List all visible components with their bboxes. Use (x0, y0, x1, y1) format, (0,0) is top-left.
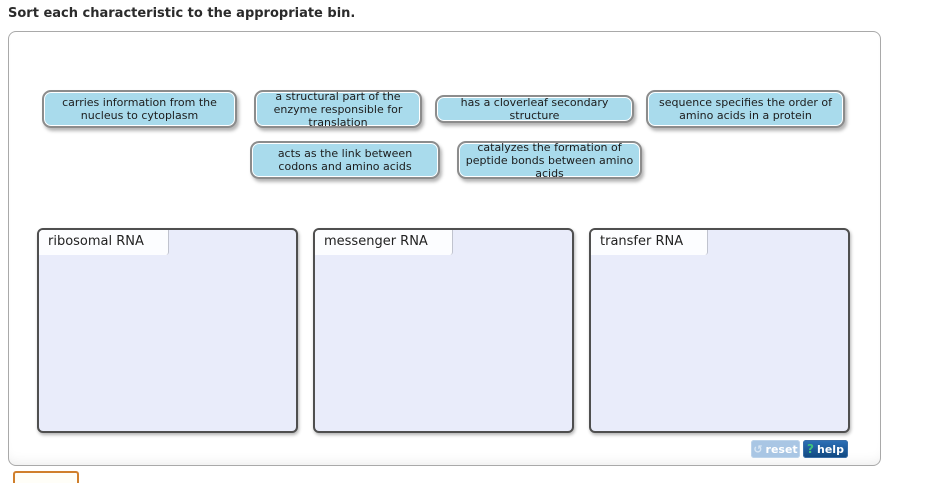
chip-cloverleaf-secondary-structure[interactable]: has a cloverleaf secondary structure (435, 95, 634, 123)
reset-button[interactable]: ↺ reset (751, 440, 800, 458)
chip-structural-part-enzyme-translation[interactable]: a structural part of the enzyme responsi… (254, 90, 422, 129)
bin-label-messenger-rna: messenger RNA (315, 230, 453, 255)
clipped-bottom-panel (13, 471, 79, 483)
page-title: Sort each characteristic to the appropri… (8, 6, 356, 21)
chip-sequence-specifies-amino-acids[interactable]: sequence specifies the order of amino ac… (646, 90, 845, 128)
reset-icon: ↺ (753, 442, 763, 456)
bin-label-transfer-rna: transfer RNA (591, 230, 709, 255)
chip-link-between-codons-amino-acids[interactable]: acts as the link between codons and amin… (250, 141, 440, 179)
chip-carries-information-nucleus-cytoplasm[interactable]: carries information from the nucleus to … (42, 90, 237, 128)
reset-button-label: reset (765, 442, 798, 456)
chip-catalyzes-peptide-bonds[interactable]: catalyzes the formation of peptide bonds… (457, 141, 642, 180)
help-button[interactable]: ? help (803, 440, 848, 458)
bin-transfer-rna[interactable]: transfer RNA (589, 228, 850, 433)
question-mark-icon: ? (807, 442, 815, 456)
bin-ribosomal-rna[interactable]: ribosomal RNA (37, 228, 298, 433)
bin-label-ribosomal-rna: ribosomal RNA (39, 230, 169, 255)
bin-messenger-rna[interactable]: messenger RNA (313, 228, 574, 433)
sorting-activity-board: carries information from the nucleus to … (8, 31, 881, 466)
help-button-label: help (817, 442, 844, 456)
